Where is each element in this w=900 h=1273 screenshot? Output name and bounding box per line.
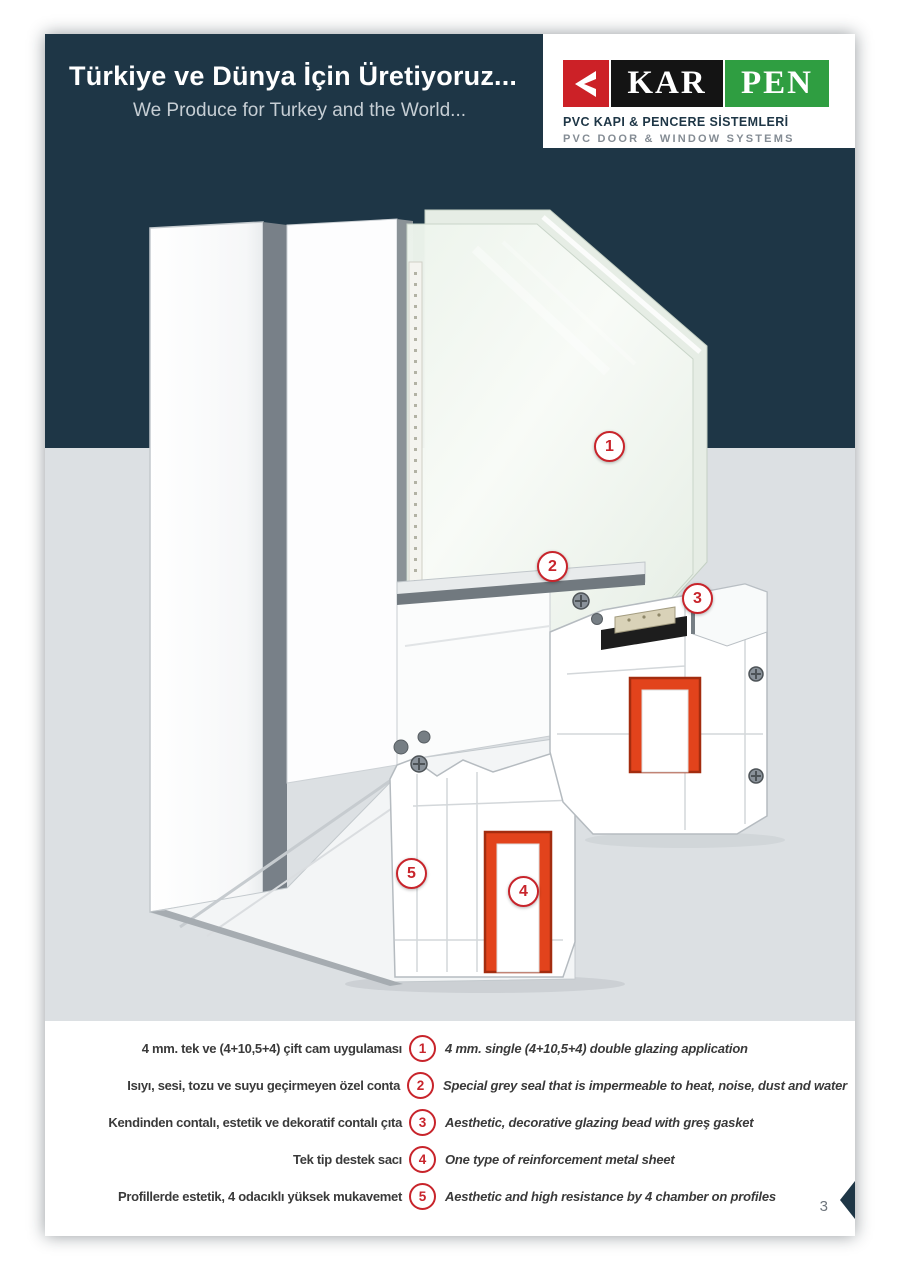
- callout-3-number: 3: [693, 589, 702, 607]
- legend-row: 4 mm. tek ve (4+10,5+4) çift cam uygulam…: [67, 1034, 847, 1062]
- frame-left-leg: [149, 218, 413, 913]
- legend-label-en: 4 mm. single (4+10,5+4) double glazing a…: [445, 1040, 748, 1056]
- legend-label-tr: Isıyı, sesi, tozu ve suyu geçirmeyen öze…: [127, 1077, 401, 1093]
- drop-shadow: [585, 832, 785, 848]
- callout-5-number: 5: [407, 864, 416, 882]
- callout-4: 4: [508, 876, 539, 907]
- legend-label-en: Aesthetic and high resistance by 4 chamb…: [445, 1188, 776, 1204]
- page-subtitle: We Produce for Turkey and the World...: [133, 100, 467, 121]
- logo-row: KAR PEN: [563, 60, 829, 107]
- legend-label-en: One type of reinforcement metal sheet: [445, 1151, 675, 1167]
- legend-row: Profillerde estetik, 4 odacıklı yüksek m…: [67, 1182, 847, 1210]
- double-glazing-unit: [406, 209, 708, 637]
- screw-icon: [748, 666, 764, 682]
- gasket: [591, 613, 603, 625]
- legend-number-badge: 5: [409, 1182, 436, 1210]
- callout-5: 5: [396, 858, 427, 889]
- gasket: [417, 730, 431, 744]
- window-corner-cross-section-diagram: [149, 209, 785, 993]
- legend-label-en: Aesthetic, decorative glazing bead with …: [445, 1114, 754, 1130]
- glazing-rebate-rail: [396, 561, 646, 766]
- screw-icon: [748, 768, 764, 784]
- legend: 4 mm. tek ve (4+10,5+4) çift cam uygulam…: [67, 1034, 847, 1221]
- spacer-cut-face: [614, 606, 676, 634]
- page-corner-arrow-icon: [840, 1181, 855, 1219]
- screw-icon: [410, 755, 428, 773]
- sash-profile-section: [549, 583, 768, 835]
- gasket: [393, 739, 409, 755]
- callout-1-number: 1: [605, 437, 614, 455]
- callout-2: 2: [537, 551, 568, 582]
- callout-1: 1: [594, 431, 625, 462]
- screw-icon: [572, 592, 590, 610]
- frame-profile-section: [389, 730, 576, 978]
- legend-label-tr: 4 mm. tek ve (4+10,5+4) çift cam uygulam…: [141, 1040, 403, 1056]
- legend-number-badge: 4: [409, 1145, 436, 1173]
- legend-label-en: Special grey seal that is impermeable to…: [443, 1077, 847, 1093]
- legend-number-badge: 1: [409, 1034, 436, 1062]
- legend-number-badge: 2: [407, 1071, 435, 1099]
- brochure-page: Türkiye ve Dünya İçin Üretiyoruz... We P…: [45, 34, 855, 1236]
- grey-seal: [397, 574, 645, 605]
- page-number: 3: [819, 1198, 828, 1215]
- legend-label-tr: Profillerde estetik, 4 odacıklı yüksek m…: [117, 1188, 402, 1204]
- callout-4-number: 4: [519, 882, 528, 900]
- callout-3: 3: [682, 583, 713, 614]
- page-title: Türkiye ve Dünya İçin Üretiyoruz...: [69, 61, 518, 91]
- logo-pen: PEN: [725, 60, 829, 107]
- logo-tagline-tr: PVC KAPI & PENCERE SİSTEMLERİ: [563, 115, 789, 129]
- legend-row: Tek tip destek sacı 4 One type of reinfo…: [67, 1145, 847, 1173]
- karpen-arrow-icon: [563, 60, 609, 107]
- logo-tagline-en: PVC DOOR & WINDOW SYSTEMS: [563, 133, 795, 145]
- legend-number-badge: 3: [409, 1108, 436, 1136]
- legend-label-tr: Kendinden contalı, estetik ve dekoratif …: [108, 1114, 402, 1130]
- legend-label-tr: Tek tip destek sacı: [293, 1151, 402, 1167]
- callout-2-number: 2: [548, 557, 557, 575]
- legend-row: Isıyı, sesi, tozu ve suyu geçirmeyen öze…: [67, 1071, 847, 1099]
- logo-kar: KAR: [611, 60, 723, 107]
- karpen-logo: KAR PEN PVC KAPI & PENCERE SİSTEMLERİ PV…: [543, 34, 855, 148]
- legend-row: Kendinden contalı, estetik ve dekoratif …: [67, 1108, 847, 1136]
